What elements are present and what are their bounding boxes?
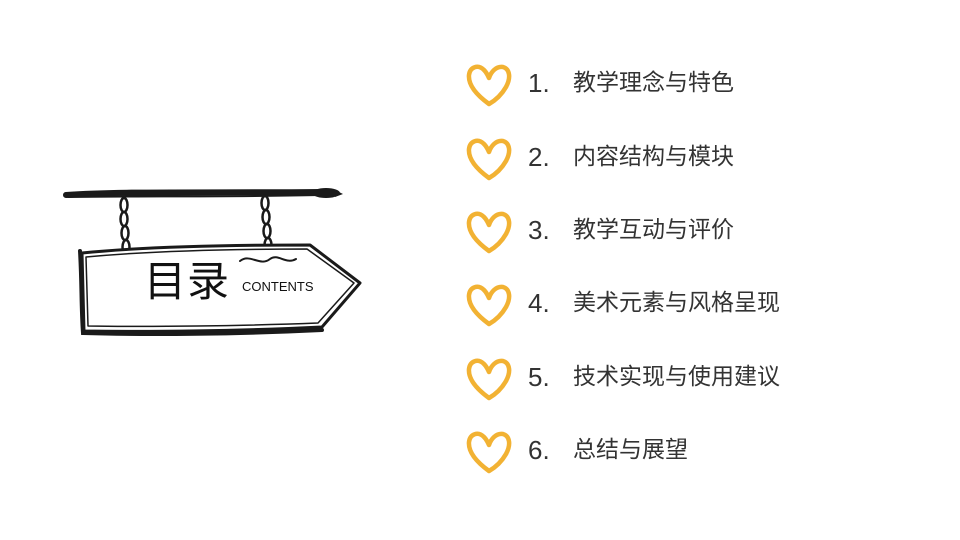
hanging-sign: 目录 CONTENTS xyxy=(60,175,370,345)
toc-item-2[interactable]: 2. 内容结构与模块 xyxy=(462,134,942,184)
heart-icon xyxy=(466,358,512,401)
heart-icon xyxy=(466,138,512,181)
toc-number: 5. xyxy=(528,362,550,392)
toc-number: 4. xyxy=(528,288,550,318)
toc-number: 1. xyxy=(528,68,550,98)
toc-number: 6. xyxy=(528,435,550,465)
toc-item-4[interactable]: 4. 美术元素与风格呈现 xyxy=(462,280,942,330)
toc-number: 3. xyxy=(528,215,550,245)
toc-number: 2. xyxy=(528,142,550,172)
heart-icon xyxy=(466,431,512,474)
toc-label: 技术实现与使用建议 xyxy=(573,364,780,390)
heart-icon xyxy=(466,64,512,107)
page-subtitle: CONTENTS xyxy=(242,279,314,294)
page-title: 目录 xyxy=(144,257,231,306)
toc-item-6[interactable]: 6. 总结与展望 xyxy=(462,427,942,477)
toc-item-3[interactable]: 3. 教学互动与评价 xyxy=(462,207,942,257)
heart-icon xyxy=(466,211,512,254)
heart-icon xyxy=(466,284,512,327)
toc-label: 美术元素与风格呈现 xyxy=(573,290,780,316)
toc-item-1[interactable]: 1. 教学理念与特色 xyxy=(462,60,942,110)
toc-label: 教学理念与特色 xyxy=(573,70,734,96)
hanging-sign-icon xyxy=(63,188,362,336)
toc-item-5[interactable]: 5. 技术实现与使用建议 xyxy=(462,354,942,404)
toc-label: 内容结构与模块 xyxy=(573,144,734,170)
toc-label: 教学互动与评价 xyxy=(573,217,734,243)
toc-label: 总结与展望 xyxy=(573,437,688,463)
